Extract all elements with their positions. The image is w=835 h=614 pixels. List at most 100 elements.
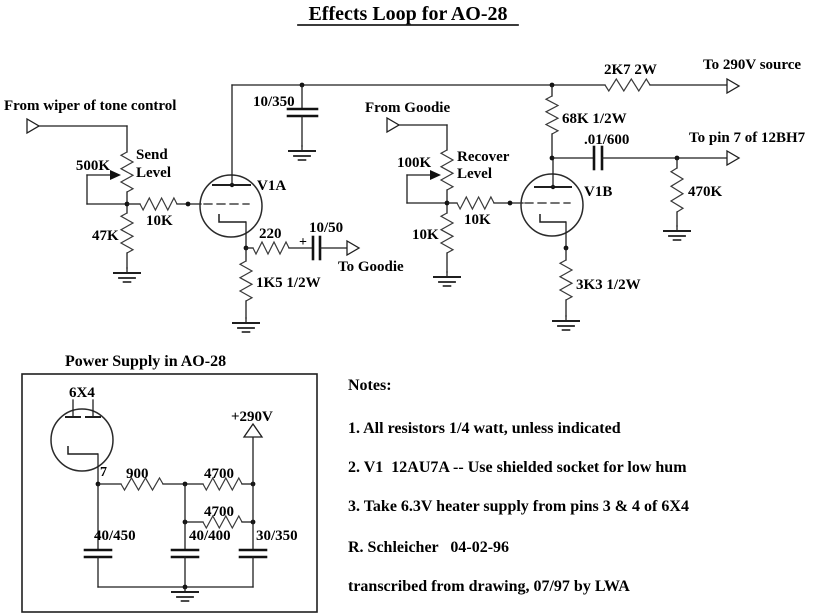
input-from-goodie: From Goodie xyxy=(365,100,450,151)
cap-10-50-label: 10/50 xyxy=(309,220,343,236)
send-pot-name-2: Level xyxy=(136,165,171,181)
ground-symbol xyxy=(171,586,199,602)
cap-40-450: 40/450 xyxy=(83,483,136,588)
transcription-credit: transcribed from drawing, 07/97 by LWA xyxy=(348,578,630,595)
to-goodie-label: To Goodie xyxy=(338,259,404,275)
send-level-pot: 500K Send Level xyxy=(76,147,171,214)
tube-v1a: V1A xyxy=(199,84,286,249)
resistor-4700-lower: 4700 xyxy=(182,504,256,530)
resistor-4700-upper: 4700 xyxy=(202,466,256,492)
title-block: Effects Loop for AO-28 xyxy=(297,3,519,26)
input-label: From wiper of tone control xyxy=(4,98,176,114)
r10k-shunt-label: 10K xyxy=(412,227,439,243)
send-pot-value: 500K xyxy=(76,158,111,174)
output-to-pin7: To pin 7 of 12BH7 xyxy=(689,130,806,167)
r3k3-label: 3K3 1/2W xyxy=(576,277,641,293)
ground-symbol xyxy=(288,145,316,161)
r68k-label: 68K 1/2W xyxy=(562,111,627,127)
cap-40-400-label: 40/400 xyxy=(189,528,231,544)
resistor-470k: 470K xyxy=(663,157,723,241)
ground-symbol xyxy=(663,225,691,241)
cap-10-350-label: 10/350 xyxy=(253,94,295,110)
r4700-upper-label: 4700 xyxy=(204,466,234,482)
r10k-send-label: 10K xyxy=(146,213,173,229)
power-supply-border xyxy=(21,373,318,613)
notes-block: Notes: 1. All resistors 1/4 watt, unless… xyxy=(348,377,689,595)
r4700-lower-label: 4700 xyxy=(204,504,234,520)
tube-6x4: 6X4 7 xyxy=(50,385,114,485)
resistor-10k-recover: 10K xyxy=(446,195,524,228)
cap-40-400: 40/400 xyxy=(170,483,231,588)
output-connector-icon xyxy=(726,77,741,95)
page-title: Effects Loop for AO-28 xyxy=(308,3,507,25)
plus-290v-label: +290V xyxy=(231,409,273,425)
resistor-1k5: 1K5 1/2W xyxy=(232,247,321,333)
signature: R. Schleicher 04-02-96 xyxy=(348,539,509,556)
r900-label: 900 xyxy=(126,466,149,482)
send-pot-name-1: Send xyxy=(136,147,168,163)
resistor-68k: 68K 1/2W xyxy=(544,84,627,161)
output-connector-icon xyxy=(726,149,741,167)
from-goodie-label: From Goodie xyxy=(365,100,450,116)
resistor-10k-shunt: 10K xyxy=(412,212,461,287)
r2k7-label: 2K7 2W xyxy=(604,62,657,78)
recover-pot-value: 100K xyxy=(397,155,432,171)
cap-polarity-plus: + xyxy=(299,235,307,250)
recover-pot-name-2: Level xyxy=(457,166,492,182)
cap-10-50: + 10/50 xyxy=(299,220,343,261)
to-pin7-label: To pin 7 of 12BH7 xyxy=(689,130,806,146)
resistor-2k7: 2K7 2W xyxy=(604,62,728,93)
ground-symbol xyxy=(552,315,580,331)
ground-symbol xyxy=(232,317,260,333)
recover-level-pot: 100K Recover Level xyxy=(397,149,510,214)
r470k-label: 470K xyxy=(688,184,723,200)
ground-symbol xyxy=(113,267,141,283)
output-connector-icon xyxy=(242,422,264,438)
r47k-label: 47K xyxy=(92,228,119,244)
resistor-3k3: 3K3 1/2W xyxy=(552,245,641,331)
pot-wiper-icon xyxy=(110,170,121,180)
cap-30-350: 30/350 xyxy=(238,483,298,588)
resistor-220: 220 xyxy=(243,226,314,256)
cap-30-350-label: 30/350 xyxy=(256,528,298,544)
cap-01-600-label: .01/600 xyxy=(584,132,629,148)
resistor-47k: 47K xyxy=(92,212,141,283)
output-connector-icon xyxy=(346,239,361,257)
tube-v1b: V1B xyxy=(520,157,612,249)
pin-7-label: 7 xyxy=(100,465,107,480)
power-supply-box: Power Supply in AO-28 xyxy=(21,353,318,613)
input-connector-icon xyxy=(26,117,41,135)
note-2: 2. V1 12AU7A -- Use shielded socket for … xyxy=(348,459,687,476)
r10k-recover-label: 10K xyxy=(464,212,491,228)
to-290v-label: To 290V source xyxy=(703,57,801,73)
recover-pot-name-1: Recover xyxy=(457,149,510,165)
r220-label: 220 xyxy=(259,226,282,242)
input-connector-icon xyxy=(386,116,401,134)
ground-symbol xyxy=(433,271,461,287)
notes-heading: Notes: xyxy=(348,377,392,394)
tube-v1a-label: V1A xyxy=(257,178,286,194)
tube-v1b-label: V1B xyxy=(584,184,612,200)
tube-cathode-icon xyxy=(539,214,566,223)
cap-01-600: .01/600 xyxy=(551,132,728,171)
resistor-900: 900 xyxy=(95,466,204,492)
resistor-10k-send: 10K xyxy=(126,196,202,229)
r1k5-label: 1K5 1/2W xyxy=(256,275,321,291)
tube-envelope-icon xyxy=(520,173,584,237)
note-1: 1. All resistors 1/4 watt, unless indica… xyxy=(348,420,621,437)
ps-ground-rail xyxy=(97,584,254,602)
tube-6x4-label: 6X4 xyxy=(69,385,95,401)
note-3: 3. Take 6.3V heater supply from pins 3 &… xyxy=(348,498,689,515)
cap-40-450-label: 40/450 xyxy=(94,528,136,544)
tube-cathode-icon xyxy=(218,214,246,223)
tube-cathode-icon xyxy=(67,446,98,455)
output-to-goodie: To Goodie xyxy=(319,239,404,275)
output-290v: +290V xyxy=(231,409,273,485)
output-to-290v: To 290V source xyxy=(703,57,801,95)
tube-envelope-icon xyxy=(50,408,114,472)
power-supply-title: Power Supply in AO-28 xyxy=(65,353,226,370)
input-tone-control: From wiper of tone control xyxy=(4,98,176,153)
cap-10-350: 10/350 xyxy=(253,84,319,161)
pot-wiper-icon xyxy=(430,170,441,180)
